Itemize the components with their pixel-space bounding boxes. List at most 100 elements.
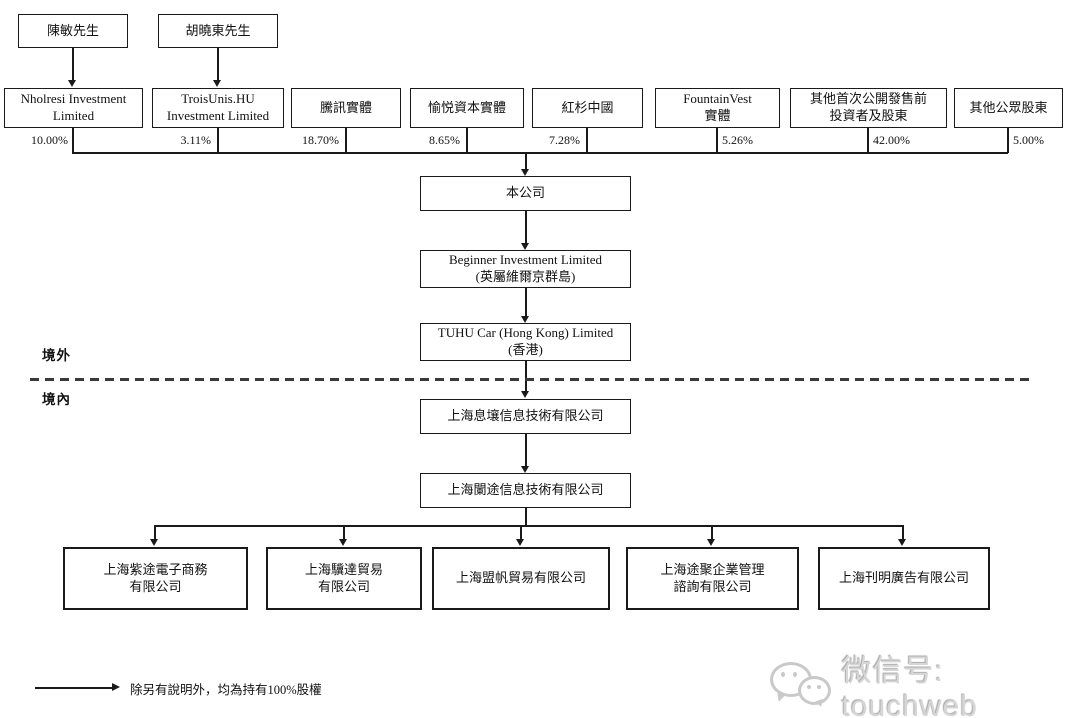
connector-line xyxy=(154,526,156,540)
arrow-down-icon xyxy=(213,80,221,87)
arrow-down-icon xyxy=(521,243,529,250)
pct-label: 5.00% xyxy=(1013,133,1044,147)
shareholder-name: Nholresi Investment xyxy=(20,91,127,107)
pct-label: 42.00% xyxy=(873,133,910,147)
arrow-down-icon xyxy=(150,539,158,546)
onshore-label: 境內 xyxy=(42,392,71,407)
connector-line xyxy=(343,526,345,540)
connector-line xyxy=(217,48,219,81)
connector-line xyxy=(520,526,522,540)
legend-arrow-line xyxy=(35,687,113,689)
connector-line xyxy=(711,526,713,540)
arrow-down-icon xyxy=(521,169,529,176)
shareholder-box-tencent: 騰訊實體 xyxy=(291,88,401,128)
pct-label: 8.65% xyxy=(429,133,460,147)
company-box-lantu: 上海闌途信息技術有限公司 xyxy=(420,473,631,508)
shareholder-name: 實體 xyxy=(704,108,731,123)
company-name: 上海紫途電子商務 xyxy=(103,561,208,577)
shareholder-name: FountainVest xyxy=(683,91,752,107)
connector-line xyxy=(217,128,219,153)
arrow-down-icon xyxy=(521,391,529,398)
company-name: 上海刊明廣告有限公司 xyxy=(838,570,969,586)
company-jurisdiction: (香港) xyxy=(508,342,543,357)
connector-line xyxy=(72,128,74,153)
arrow-down-icon xyxy=(339,539,347,546)
subsidiary-box-jida: 上海驥達貿易 有限公司 xyxy=(266,547,422,610)
connector-line xyxy=(525,361,527,393)
company-box-beginner-bvi: Beginner Investment Limited (英屬維爾京群島) xyxy=(420,250,631,288)
arrow-down-icon xyxy=(521,466,529,473)
arrow-down-icon xyxy=(707,539,715,546)
company-name: TUHU Car (Hong Kong) Limited xyxy=(437,325,614,341)
watermark: 微信号: touchweb xyxy=(768,646,1080,718)
company-name: 有限公司 xyxy=(129,578,182,594)
offshore-label: 境外 xyxy=(42,348,71,363)
company-box-xirang: 上海息壤信息技術有限公司 xyxy=(420,399,631,434)
shareholder-name: 紅杉中國 xyxy=(561,99,614,115)
pct-label: 7.28% xyxy=(549,133,580,147)
connector-line xyxy=(716,128,718,153)
connector-line xyxy=(345,128,347,153)
connector-bus-line xyxy=(72,152,1008,154)
connector-line xyxy=(1007,128,1009,153)
shareholder-name: 騰訊實體 xyxy=(319,99,372,115)
connector-line xyxy=(525,508,527,526)
company-name: 上海闌途信息技術有限公司 xyxy=(447,482,604,498)
legend-text: 除另有說明外，均為持有100%股權 xyxy=(130,683,322,697)
shareholder-name: TroisUnis.HU xyxy=(181,91,255,107)
shareholder-name: Investment Limited xyxy=(166,108,270,123)
legend-arrow-right-icon xyxy=(112,683,120,691)
arrow-down-icon xyxy=(898,539,906,546)
pct-label: 3.11% xyxy=(180,133,211,147)
connector-line xyxy=(525,153,527,170)
shareholder-box-public: 其他公眾股東 xyxy=(954,88,1063,128)
person-box-chen-min: 陳敏先生 xyxy=(18,14,128,48)
connector-line xyxy=(525,288,527,317)
company-name: 上海途聚企業管理 xyxy=(660,561,765,577)
company-name: 上海驥達貿易 xyxy=(304,561,383,577)
company-name: 有限公司 xyxy=(317,578,370,594)
wechat-bubble-tail xyxy=(774,692,786,704)
shareholder-name: Limited xyxy=(52,108,95,123)
connector-line xyxy=(525,211,527,244)
shareholder-name: 投資者及股東 xyxy=(829,108,908,123)
subsidiary-box-mengfan: 上海盟帆貿易有限公司 xyxy=(432,547,610,610)
pct-label: 5.26% xyxy=(722,133,753,147)
connector-line xyxy=(466,128,468,153)
person-box-hu-xiaodong: 胡曉東先生 xyxy=(158,14,278,48)
company-box-tuhu-hk: TUHU Car (Hong Kong) Limited (香港) xyxy=(420,323,631,361)
person-name: 胡曉東先生 xyxy=(185,22,251,38)
company-jurisdiction: (英屬維爾京群島) xyxy=(475,269,576,284)
shareholder-box-other-preipo: 其他首次公開發售前 投資者及股東 xyxy=(790,88,947,128)
company-name: 上海盟帆貿易有限公司 xyxy=(455,570,586,586)
shareholder-box-sequoia-china: 紅杉中國 xyxy=(532,88,643,128)
shareholder-box-troisunis: TroisUnis.HU Investment Limited xyxy=(152,88,284,128)
connector-line xyxy=(525,434,527,467)
pct-label: 18.70% xyxy=(302,133,339,147)
connector-bus-line xyxy=(154,525,904,527)
shareholder-box-fountainvest: FountainVest 實體 xyxy=(655,88,780,128)
company-name: 諮詢有限公司 xyxy=(673,578,752,594)
company-name: 上海息壤信息技術有限公司 xyxy=(447,408,604,424)
shareholder-box-joy-capital: 愉悦資本實體 xyxy=(410,88,524,128)
arrow-down-icon xyxy=(516,539,524,546)
connector-line xyxy=(867,128,869,153)
subsidiary-box-tuju: 上海途聚企業管理 諮詢有限公司 xyxy=(626,547,799,610)
wechat-bubble-small xyxy=(798,676,831,705)
subsidiary-box-kanming: 上海刊明廣告有限公司 xyxy=(818,547,990,610)
shareholder-name: 其他首次公開發售前 xyxy=(809,91,927,107)
arrow-down-icon xyxy=(521,316,529,323)
pct-label: 10.00% xyxy=(31,133,68,147)
company-box-listco: 本公司 xyxy=(420,176,631,211)
offshore-onshore-divider xyxy=(30,378,1035,381)
shareholder-box-nholresi: Nholresi Investment Limited xyxy=(4,88,143,128)
subsidiary-box-zitu: 上海紫途電子商務 有限公司 xyxy=(63,547,248,610)
company-name: 本公司 xyxy=(505,185,545,201)
wechat-icon xyxy=(768,658,831,712)
shareholder-name: 愉悦資本實體 xyxy=(427,99,506,115)
connector-line xyxy=(902,526,904,540)
arrow-down-icon xyxy=(68,80,76,87)
connector-line xyxy=(72,48,74,81)
connector-line xyxy=(586,128,588,153)
